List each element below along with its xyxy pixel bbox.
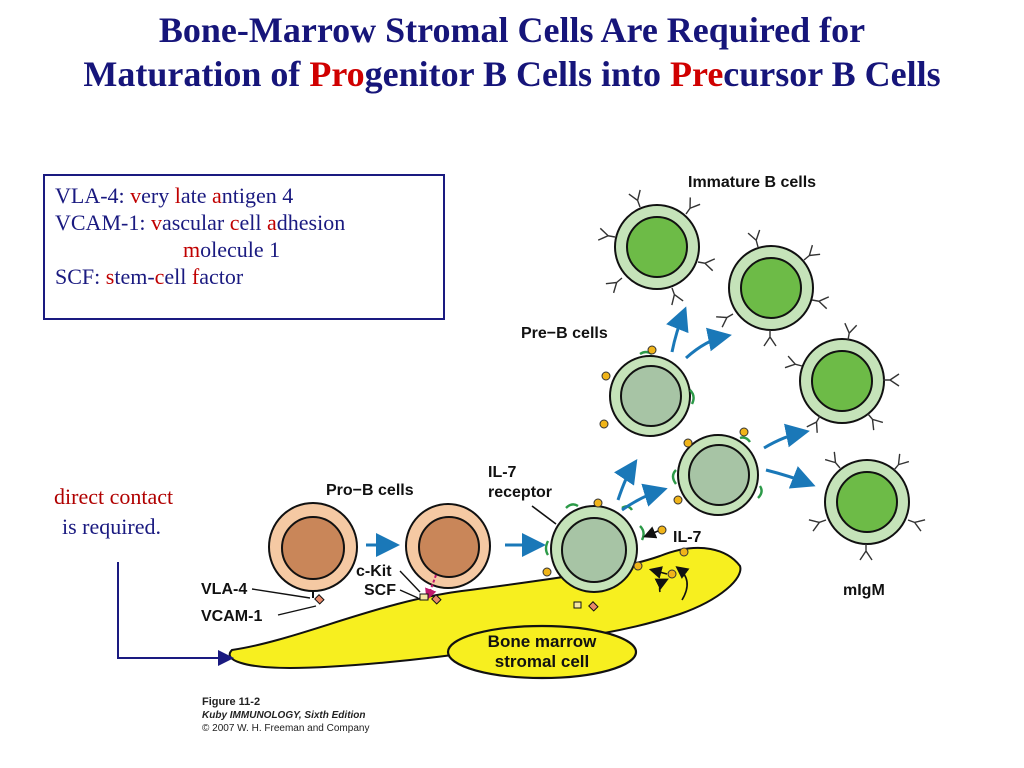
pre-b-cell [671,427,763,516]
arrow-icon [621,483,668,512]
note-connector-arrow-icon [117,562,234,666]
title-text: Maturation of [83,54,310,94]
pre-b-cells-label: Pre−B cells [521,325,608,342]
title-line-2: Maturation of Progenitor B Cells into Pr… [0,52,1024,96]
leader-line [399,589,419,599]
caption-book: Kuby IMMUNOLOGY, Sixth Edition [202,710,366,721]
figure-caption: Figure 11-2 Kuby IMMUNOLOGY, Sixth Editi… [202,696,369,735]
il7-label: IL-7 [673,529,702,546]
immature-b-cell [715,229,830,347]
arrow-icon [763,423,810,450]
stromal-label-2: stromal cell [495,652,590,671]
leader-line [251,588,311,599]
scf-label: SCF [364,582,396,599]
leader-line [531,505,557,525]
il7-molecules [643,525,690,601]
stromal-label-1: Bone marrow [488,632,597,651]
direct-contact-note: direct contact is required. [54,482,173,542]
immature-b-cells-label: Immature B cells [688,174,816,191]
legend-vcam1-cont: molecule 1 [183,237,281,262]
arrow-icon [684,327,732,360]
abbreviation-legend: VLA-4: very late antigen 4 VCAM-1: vascu… [43,174,445,320]
ckit-label: c-Kit [356,563,392,580]
il7-receptor-label-2: receptor [488,484,552,501]
pre-b-cell [542,498,645,612]
vla4-label: VLA-4 [201,581,247,598]
leader-line [399,570,421,593]
stromal-nucleus [446,624,638,680]
immature-b-cell [784,322,900,434]
slide-title: Bone-Marrow Stromal Cells Are Required f… [0,8,1024,96]
il7-receptor-label-1: IL-7 [488,464,517,481]
legend-scf: SCF: stem-cell factor [55,264,244,289]
arrow-icon [614,459,638,501]
immature-b-cell [808,451,926,561]
legend-vla4: VLA-4: very late antigen 4 [55,183,294,208]
title-highlight-pre: Pre [670,54,724,94]
title-highlight-pro: Pro [309,54,365,94]
arrow-icon [765,466,816,489]
caption-copyright: © 2007 W. H. Freeman and Company [202,723,370,734]
arrow-icon [666,306,689,353]
immature-b-cell [597,189,716,306]
pro-b-cell [268,502,358,605]
note-line-2: is required. [62,514,161,539]
title-line-1: Bone-Marrow Stromal Cells Are Required f… [158,10,866,50]
pro-b-cells-label: Pro−B cells [326,482,414,499]
migm-label: mIgM [843,582,885,599]
title-text: cursor B Cells [723,54,941,94]
caption-figure: Figure 11-2 [202,696,261,708]
title-text: genitor B Cells into [364,54,670,94]
leader-line [277,605,317,616]
legend-vcam1: VCAM-1: vascular cell adhesion [55,210,346,235]
pro-b-cell [405,503,491,605]
vcam1-label: VCAM-1 [201,608,262,625]
pre-b-cell [599,345,695,437]
note-line-1: direct contact [54,484,174,509]
